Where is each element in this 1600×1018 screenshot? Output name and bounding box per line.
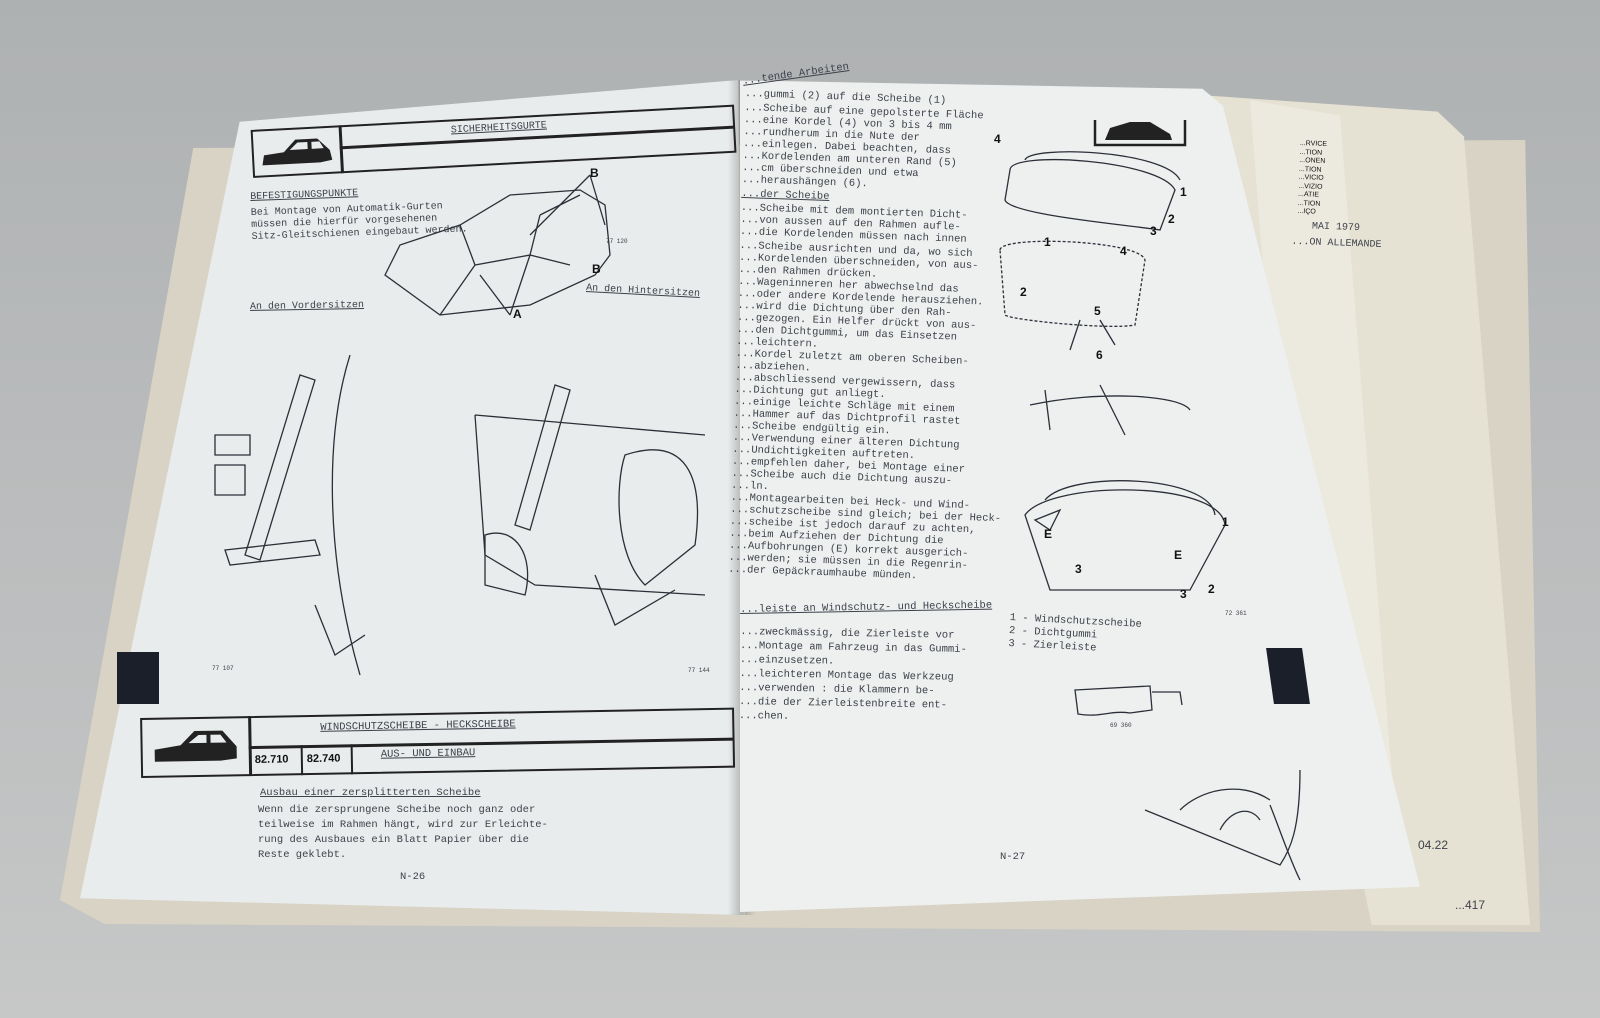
figure-label: 1 — [1222, 515, 1229, 529]
figure-label: 4 — [994, 132, 1001, 146]
figure-label: 3 — [1180, 587, 1187, 601]
section-text: Wenn die zersprungene Scheibe noch ganz … — [258, 804, 548, 861]
tool-illustration — [1074, 685, 1183, 716]
figure-number: 72 361 — [1225, 610, 1247, 617]
figure-label: E — [1174, 548, 1183, 562]
figure-number: 77 107 — [212, 665, 234, 672]
car-body-icon — [262, 138, 333, 166]
label-a: A — [513, 307, 522, 321]
figure-number: 69 360 — [1110, 722, 1132, 729]
figure-legend: 1 - Windschutzscheibe 2 - Dichtgummi 3 -… — [1008, 612, 1142, 658]
car-body-illustration — [384, 174, 611, 316]
figure-label: 2 — [1168, 212, 1175, 226]
figure-label: 5 — [1094, 304, 1101, 318]
figure-label: 1 — [1180, 185, 1187, 199]
page-number: N-27 — [1000, 851, 1026, 863]
section-text: ...zweckmässig, die Zierleiste vor ...Mo… — [738, 625, 967, 723]
figure-label: 2 — [1208, 582, 1215, 596]
page-number: N-26 — [400, 871, 426, 883]
label-b: B — [590, 166, 599, 180]
seatbelt-illustration — [214, 355, 706, 676]
section-tab-marker — [1266, 648, 1310, 704]
figure-label: 1 — [1044, 235, 1051, 249]
figure-label: E — [1044, 527, 1053, 541]
figure-label: 6 — [1096, 348, 1103, 362]
figure-label: 2 — [1020, 285, 1027, 299]
windscreen-illustrations — [999, 120, 1226, 591]
figure-label: 3 — [1150, 224, 1157, 238]
section-title: ...tende Arbeiten — [742, 61, 850, 88]
figure-label: 3 — [1075, 562, 1082, 576]
back-page-code-2: ...417 — [1455, 898, 1486, 912]
section-tab-marker — [117, 652, 159, 704]
back-page-code: 04.22 — [1418, 838, 1449, 852]
section-title: Ausbau einer zersplitterten Scheibe — [260, 787, 481, 799]
installation-illustration — [1144, 770, 1301, 881]
car-body-icon — [154, 730, 237, 762]
label-b: B — [592, 262, 601, 276]
figure-number: 77 144 — [688, 667, 710, 674]
header-sicherheitsgurte: SICHERHEITSGURTE — [250, 92, 743, 188]
header-windschutzscheibe: WINDSCHUTZSCHEIBE - HECKSCHEIBE 82.710 8… — [140, 702, 741, 782]
figure-label: 4 — [1120, 244, 1127, 258]
figure-number: 77 120 — [606, 238, 628, 245]
